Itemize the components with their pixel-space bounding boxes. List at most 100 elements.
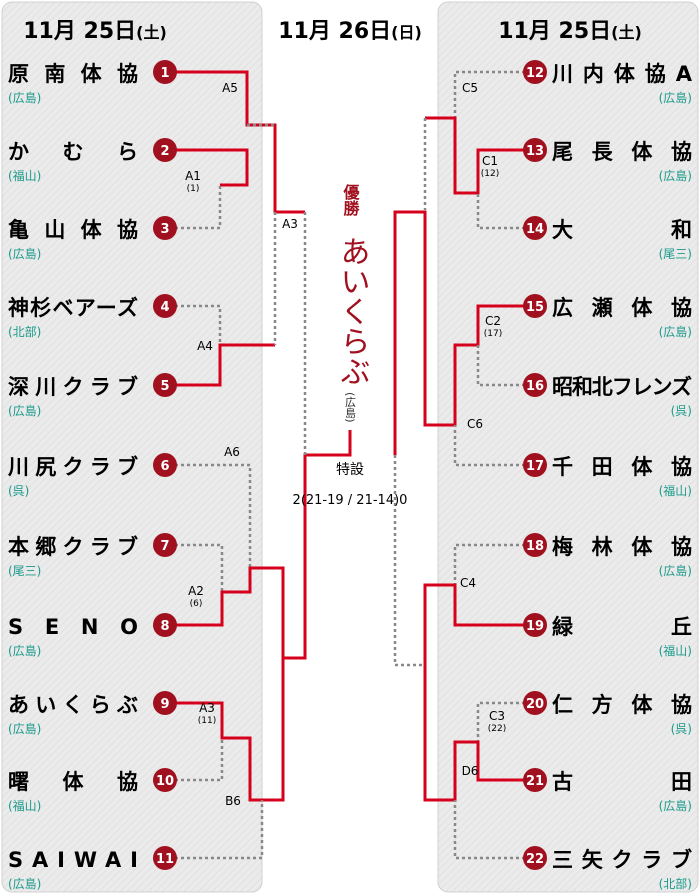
match-id: C6 bbox=[467, 417, 483, 431]
path-7-loss bbox=[175, 543, 224, 592]
seed-number: 2 bbox=[160, 144, 169, 159]
team-row[interactable]: 11 SAIWAI (広島) bbox=[8, 846, 177, 891]
match-id: B6 bbox=[225, 794, 241, 808]
team-name: 深川クラブ bbox=[8, 375, 148, 399]
seed-marker bbox=[523, 138, 547, 162]
team-region: (広島) bbox=[659, 563, 692, 578]
right-bracket-lines bbox=[393, 70, 525, 860]
path-22-loss bbox=[453, 800, 525, 860]
team-region: (広島) bbox=[8, 643, 41, 658]
match-number: (1) bbox=[187, 184, 200, 194]
match-label: C2(17) bbox=[484, 314, 502, 339]
team-region: (広島) bbox=[8, 90, 41, 105]
team-name: 川尻クラブ bbox=[7, 455, 148, 479]
seed-number: 11 bbox=[156, 852, 174, 867]
path-10-loss bbox=[175, 738, 224, 782]
match-label: A1(1) bbox=[185, 169, 201, 194]
matches-layer: A1(1)A5A3A4A6A2(6)A3(11)B6C1(12)C5C2(17)… bbox=[185, 81, 506, 808]
path-6-loss bbox=[175, 463, 252, 568]
match-label: C3(22) bbox=[488, 709, 506, 734]
seed-number: 1 bbox=[160, 66, 169, 81]
seed-number: 21 bbox=[526, 774, 544, 789]
match-id: C5 bbox=[462, 81, 478, 95]
path-21 bbox=[423, 665, 525, 802]
center-date-header: 11月 26日(日) bbox=[278, 19, 422, 44]
seed-number: 3 bbox=[160, 222, 169, 237]
path-17-loss bbox=[453, 425, 525, 467]
seed-marker bbox=[523, 691, 547, 715]
seed-marker bbox=[153, 453, 177, 477]
path-16-loss bbox=[476, 345, 525, 387]
match-id: C1 bbox=[482, 154, 498, 168]
seed-marker bbox=[153, 613, 177, 637]
team-region: (広島) bbox=[659, 168, 692, 183]
seed-number: 17 bbox=[526, 459, 544, 474]
seed-number: 18 bbox=[526, 539, 544, 554]
match-label: C5 bbox=[462, 81, 478, 95]
match-label: C1(12) bbox=[481, 154, 499, 179]
path-4-loss bbox=[175, 304, 222, 345]
path-right-final-loss bbox=[393, 455, 425, 667]
match-id: A3 bbox=[199, 701, 215, 715]
seed-marker bbox=[523, 60, 547, 84]
seed-number: 19 bbox=[526, 619, 544, 634]
team-name: SAIWAI bbox=[8, 848, 148, 872]
path-3-loss bbox=[175, 185, 222, 230]
path-19 bbox=[423, 583, 525, 665]
seed-number: 20 bbox=[526, 697, 544, 712]
seed-marker bbox=[153, 691, 177, 715]
match-id: A2 bbox=[188, 584, 204, 598]
team-region: (尾三) bbox=[8, 564, 41, 578]
match-id: A6 bbox=[224, 445, 240, 459]
path-18-loss bbox=[453, 543, 525, 585]
match-number: (17) bbox=[484, 329, 502, 339]
path-13 bbox=[425, 116, 525, 195]
seed-number: 14 bbox=[526, 222, 544, 237]
team-region: (広島) bbox=[8, 721, 41, 736]
path-5 bbox=[175, 343, 275, 387]
team-region: (広島) bbox=[8, 403, 41, 418]
team-region: (広島) bbox=[659, 798, 692, 813]
seed-number: 12 bbox=[526, 66, 544, 81]
match-label: A6 bbox=[224, 445, 240, 459]
team-name: 昭和北フレンズ bbox=[552, 375, 692, 399]
seed-number: 15 bbox=[526, 300, 544, 315]
seed-number: 22 bbox=[526, 852, 544, 867]
team-region: (福山) bbox=[8, 168, 41, 183]
match-label: D6 bbox=[462, 764, 479, 778]
seed-marker bbox=[153, 373, 177, 397]
team-region: (広島) bbox=[8, 876, 41, 891]
seed-number: 7 bbox=[160, 539, 169, 554]
match-id: A3 bbox=[282, 217, 298, 231]
path-9 bbox=[175, 430, 352, 802]
match-label: C6 bbox=[467, 417, 483, 431]
match-label: A5 bbox=[222, 81, 238, 95]
team-region: (北部) bbox=[8, 324, 41, 339]
match-label: A2(6) bbox=[188, 584, 204, 609]
seed-marker bbox=[523, 453, 547, 477]
seed-number: 13 bbox=[526, 144, 544, 159]
match-label: B6 bbox=[225, 794, 241, 808]
path-2 bbox=[175, 148, 249, 187]
seed-marker bbox=[523, 533, 547, 557]
seed-marker bbox=[153, 533, 177, 557]
match-id: D6 bbox=[462, 764, 479, 778]
seed-marker bbox=[523, 768, 547, 792]
seed-marker bbox=[523, 294, 547, 318]
match-label: A3 bbox=[282, 217, 298, 231]
winner-team: あいくらぶ bbox=[335, 236, 371, 386]
seed-marker bbox=[523, 373, 547, 397]
team-region: (呉) bbox=[671, 404, 692, 418]
path-20-loss bbox=[476, 701, 525, 742]
